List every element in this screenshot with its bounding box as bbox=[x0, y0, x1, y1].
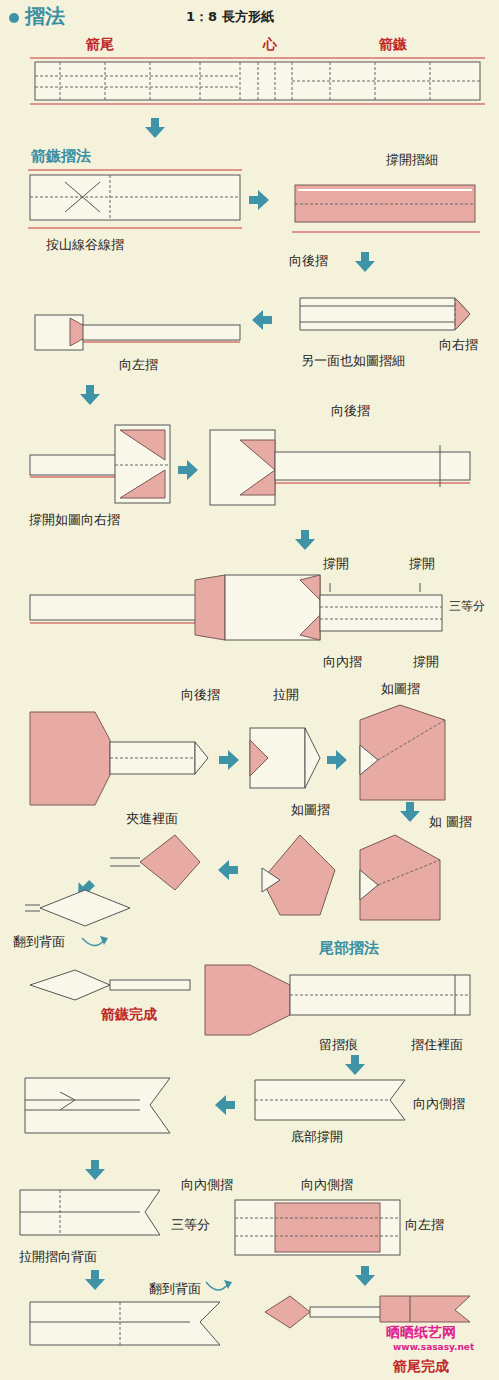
part-label: 箭尾 bbox=[85, 36, 115, 52]
step-instruction: 向左摺 bbox=[404, 1218, 445, 1233]
paper-ratio-note: 1：8 長方形紙 bbox=[185, 10, 275, 25]
section-heading: 尾部摺法 bbox=[318, 940, 380, 957]
step-instruction: 按山線谷線摺 bbox=[45, 238, 125, 253]
step-instruction: 留摺痕 bbox=[318, 1038, 359, 1053]
part-label: 心 bbox=[262, 36, 278, 52]
step-instruction: 撐開摺細 bbox=[385, 153, 439, 168]
part-label: 箭鏃 bbox=[378, 36, 408, 52]
step-instruction: 向後摺 bbox=[288, 254, 329, 269]
step-instruction: 摺住裡面 bbox=[410, 1038, 464, 1053]
step-instruction: 拉開摺向背面 bbox=[18, 1250, 98, 1265]
watermark: 晒晒纸艺网 bbox=[385, 1324, 457, 1340]
step-instruction: 向右摺 bbox=[438, 338, 479, 353]
step-instruction: 翻到背面 bbox=[12, 935, 66, 950]
step-instruction: 三等分 bbox=[170, 1218, 211, 1233]
step-instruction: 撐開 bbox=[412, 655, 440, 670]
watermark: www.sasasy.net bbox=[392, 1342, 475, 1352]
step-instruction: 撐開如圖向右摺 bbox=[28, 513, 121, 528]
step-instruction: 底部撐開 bbox=[290, 1130, 344, 1145]
step-instruction: 向後摺 bbox=[330, 404, 371, 419]
step-instruction: 向內側摺 bbox=[180, 1178, 234, 1193]
step-instruction: 撐開 bbox=[322, 557, 350, 572]
step-instruction: 拉開 bbox=[272, 688, 300, 703]
part-label: 箭鏃完成 bbox=[100, 1006, 158, 1022]
step-instruction: 撐開 bbox=[408, 557, 436, 572]
step-instruction: 三等分 bbox=[448, 600, 486, 614]
step-instruction: 向內側摺 bbox=[412, 1097, 466, 1112]
step-instruction: 夾進裡面 bbox=[125, 812, 179, 827]
step-instruction: 向內側摺 bbox=[300, 1178, 354, 1193]
section-heading: 箭鏃摺法 bbox=[30, 148, 92, 165]
step-instruction: 如圖摺 bbox=[290, 803, 331, 818]
step-instruction: 另一面也如圖摺細 bbox=[300, 354, 406, 369]
step-instruction: 向左摺 bbox=[118, 358, 159, 373]
step-instruction: 向後摺 bbox=[180, 688, 221, 703]
step-instruction: 向內摺 bbox=[322, 655, 363, 670]
step-instruction: 如圖摺 bbox=[380, 682, 421, 697]
step-instruction: 如 圖摺 bbox=[428, 815, 473, 830]
part-label: 箭尾完成 bbox=[392, 1358, 450, 1374]
page-title: 摺法 bbox=[24, 5, 66, 28]
step-instruction: 翻到背面 bbox=[148, 1282, 202, 1297]
